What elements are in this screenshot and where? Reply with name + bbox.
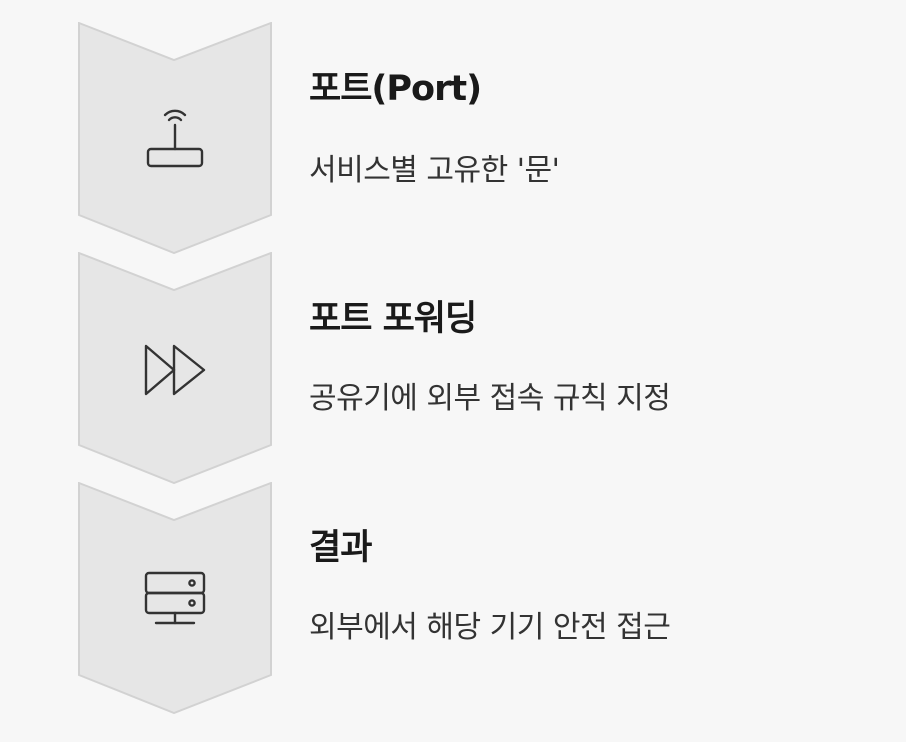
server-icon <box>144 571 206 625</box>
step-3-description: 외부에서 해당 기기 안전 접근 <box>309 610 671 645</box>
step-2-title: 포트 포워딩 <box>309 299 477 339</box>
router-icon <box>146 109 204 168</box>
fast-forward-icon <box>144 344 206 396</box>
step-1-description: 서비스별 고유한 '문' <box>309 153 560 188</box>
step-3-chevron <box>78 482 272 714</box>
step-2-description: 공유기에 외부 접속 규칙 지정 <box>309 381 671 416</box>
chevron-shape <box>78 482 272 714</box>
step-3-title: 결과 <box>309 528 372 568</box>
step-1-title: 포트(Port) <box>309 69 482 109</box>
step-2-chevron <box>78 252 272 484</box>
step-1-chevron <box>78 22 272 254</box>
